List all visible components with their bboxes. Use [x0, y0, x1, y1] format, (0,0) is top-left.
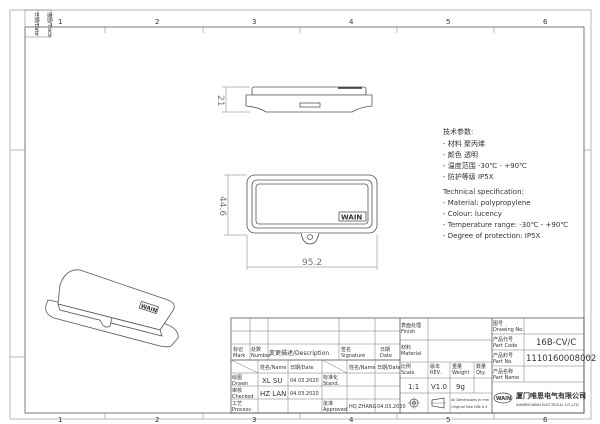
spec-cn-item: - 温度范围 -30℃ - +90℃	[443, 161, 527, 170]
zone-label: 4	[349, 18, 354, 26]
wain-logo: WAIN	[341, 214, 362, 222]
wain-logo-iso: WAIN	[140, 304, 158, 315]
first-angle-projection-icon	[408, 397, 446, 409]
spec-en-item: - Colour: lucency	[443, 210, 502, 218]
zone-label: 2	[155, 416, 159, 424]
company-name-en: XIAMEN WAIN ELECTRICAL CO.,LTD	[516, 403, 579, 407]
zone-label: 3	[252, 18, 256, 26]
isometric-view: WAIN	[45, 269, 179, 348]
part-code-value: 16B-CV/C	[536, 338, 576, 348]
spec-cn-title: 技术参数:	[443, 127, 473, 136]
drawn-date: 04.03.2020	[290, 378, 319, 384]
company-name-cn: 厦门唯恩电气有限公司	[515, 391, 586, 400]
approved-name: HQ ZHANG	[349, 404, 377, 410]
technical-specification: 技术参数: - 材料 聚丙烯 - 颜色 透明 - 温度范围 -30℃ - +90…	[442, 127, 568, 240]
zone-label: 5	[446, 18, 450, 26]
company-logo-text: WAIN	[496, 396, 511, 402]
top-width-dim: 95.2	[302, 258, 322, 268]
zone-label: 4	[349, 416, 354, 424]
zone-label: 5	[446, 416, 450, 424]
part-no-value: 1110160008002	[526, 354, 596, 364]
spec-cn-item: - 颜色 透明	[443, 150, 478, 159]
checked-name: HZ LAN	[260, 390, 286, 398]
zone-label: 1	[58, 18, 62, 26]
dims-note-2: Original Size DIN A 4	[451, 405, 488, 409]
spec-en-item: - Degree of protection: IP5X	[443, 232, 541, 240]
top-view: WAIN 44.6 95.2	[217, 174, 378, 270]
spec-en-item: - Temperature range: -30℃ - +90℃	[443, 221, 568, 229]
description-label: 变更描述/Description	[269, 349, 329, 357]
top-height-dim: 44.6	[217, 196, 227, 216]
zone-label: 6	[543, 18, 548, 26]
title-block	[230, 317, 585, 414]
zone-label: 3	[252, 416, 256, 424]
date-header-2: 日期/Date	[377, 365, 401, 371]
side-view: 21	[215, 86, 373, 113]
rev-value: V1.0	[431, 383, 447, 391]
weight-value: 9g	[456, 383, 465, 391]
approved-date: 04.03.2020	[377, 404, 406, 410]
date-header: 日期/Date	[290, 365, 314, 371]
scale-value: 1:1	[408, 383, 419, 391]
outer-border	[9, 9, 592, 420]
zone-label: 2	[155, 18, 159, 26]
zone-ticks	[10, 27, 591, 419]
spec-en-item: - Material: polypropylene	[443, 199, 531, 207]
side-height-dim: 21	[215, 95, 225, 106]
dims-note-1: All Dimensions in mm	[451, 398, 490, 402]
trace-label: 描图/Trace	[46, 12, 53, 37]
company-logo: WAIN	[493, 392, 513, 404]
drawn-name: XL SU	[262, 377, 283, 385]
zone-label: 6	[543, 416, 548, 424]
checked-date: 04.03.2020	[290, 391, 319, 397]
name-header-2: 姓名/Name	[349, 364, 375, 371]
zone-label: 1	[58, 416, 62, 424]
name-header: 姓名/Name	[260, 364, 286, 371]
spec-cn-item: - 防护等级 IP5X	[443, 172, 494, 181]
spec-en-title: Technical specification:	[442, 188, 524, 196]
date-label: 日期/Date	[33, 12, 39, 36]
spec-cn-item: - 材料 聚丙烯	[443, 139, 485, 148]
